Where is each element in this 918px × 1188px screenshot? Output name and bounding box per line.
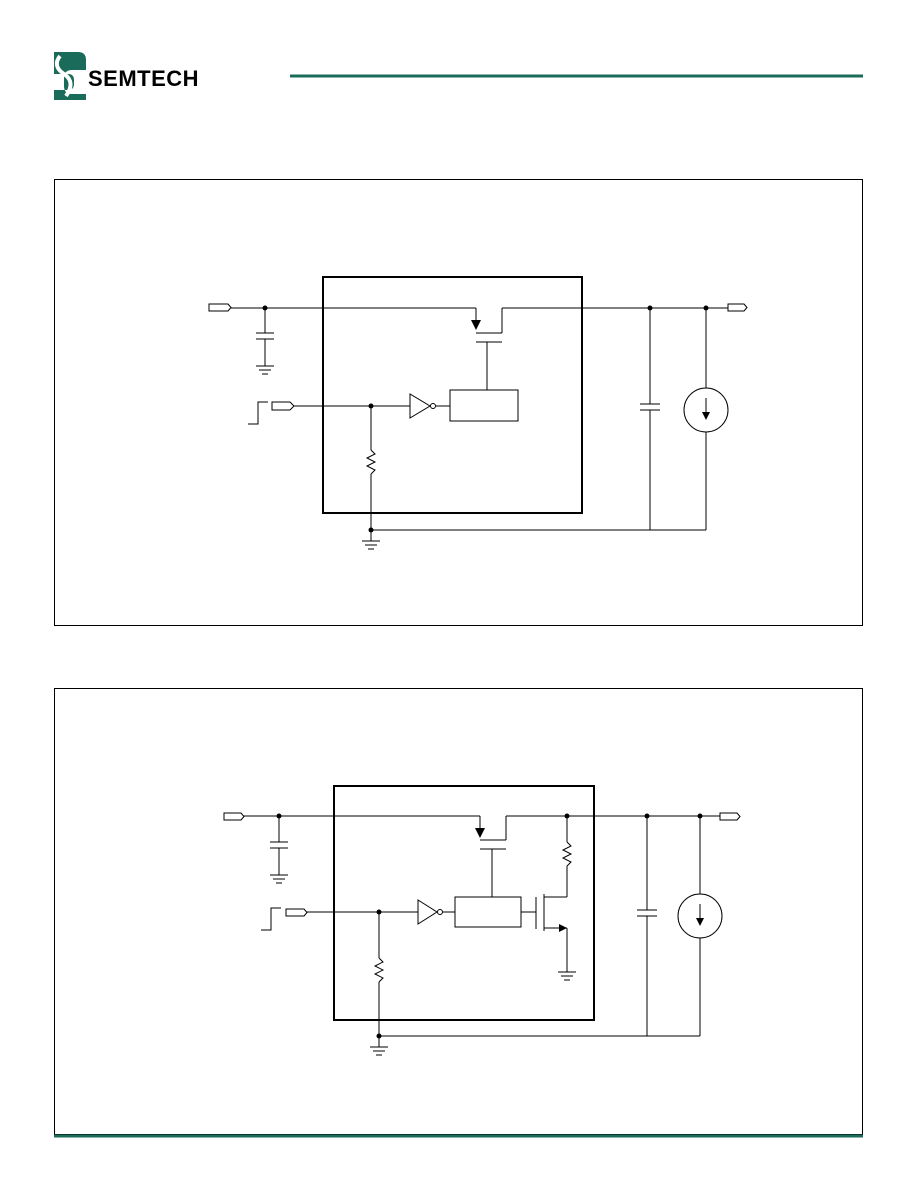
pass-pmos-transistor [471,308,503,390]
ic-package-box [322,276,583,514]
ic-package-box [333,785,595,1021]
brand-name: SEMTECH [88,66,199,91]
enable-step-waveform-icon [248,401,268,425]
ground-symbol [558,971,576,981]
ground-symbol [370,1036,388,1056]
load-current-source [683,308,729,530]
circuit-standard-ldo [208,276,748,550]
discharge-resistor [561,816,573,897]
input-capacitor [270,816,288,875]
control-logic-block [449,389,519,422]
output-pin-marker [727,303,748,312]
pass-pmos-transistor [475,816,507,897]
enable-pulldown-resistor [373,912,385,1036]
control-logic-block [454,896,522,928]
ground-symbol [256,365,274,375]
output-pin-marker [719,812,741,821]
load-current-source [677,816,723,1036]
enable-pin-marker [285,908,308,917]
ground-symbol [270,874,288,884]
input-pin-marker [223,812,245,821]
inverter-gate [417,899,455,925]
enable-step-waveform-icon [261,907,281,931]
output-capacitor [637,816,657,1036]
input-pin-marker [208,303,232,312]
output-capacitor [640,308,660,530]
input-capacitor [256,308,274,366]
ground-symbol [362,530,380,550]
circuit-ldo-with-active-discharge [223,785,741,1056]
semtech-s-logo-icon [54,52,86,100]
enable-pin-marker [271,401,295,411]
figure-1-frame [54,179,863,626]
enable-pulldown-resistor [365,406,377,530]
inverter-gate [409,393,450,419]
discharge-nmos-transistor [535,894,568,972]
figure-2-frame [54,688,863,1135]
header: SEMTECH [54,52,863,100]
